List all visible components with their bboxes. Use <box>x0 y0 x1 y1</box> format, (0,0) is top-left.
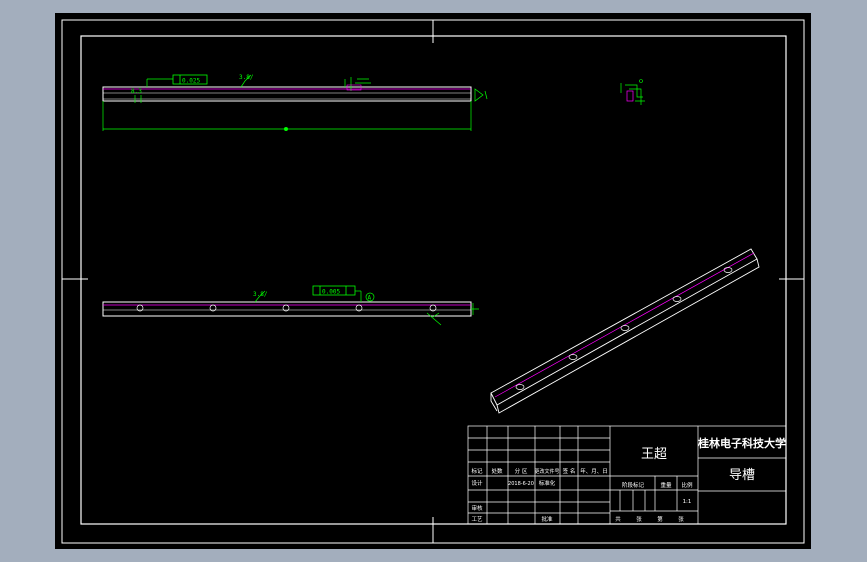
front-left-dim: 8.3 <box>131 88 142 95</box>
sheet-unit-label-2: 张 <box>678 515 684 523</box>
header-doc: 更改文件号 <box>534 468 559 475</box>
cad-viewport[interactable]: 0.025 3.8/ 8.3 0.005 <box>55 13 811 549</box>
cad-drawing: 0.025 3.8/ 8.3 0.005 <box>61 19 805 544</box>
scale-value: 1:1 <box>683 499 692 505</box>
bottom-roughness-label: 3.8/ <box>253 291 268 298</box>
row-design-date: 2018-6-20 <box>508 481 534 487</box>
sheet-total-label: 共 <box>615 515 621 523</box>
header-count: 处数 <box>491 467 503 475</box>
row-review-label: 审核 <box>471 504 483 512</box>
title-part-name: 导槽 <box>729 468 755 483</box>
header-date: 年、月、日 <box>580 467 608 475</box>
header-sign: 签 名 <box>563 467 576 475</box>
drawing-border <box>80 35 787 525</box>
header-zone: 分 区 <box>515 467 528 475</box>
bottom-view: 0.005 A 3.8/ <box>102 285 479 326</box>
row-approve-label: 批准 <box>541 515 553 523</box>
sheet-unit-label-1: 张 <box>636 515 642 523</box>
scale-label: 比例 <box>681 481 693 489</box>
title-block <box>467 425 787 525</box>
row-design-label: 设计 <box>471 479 483 487</box>
flatness-tolerance-frame <box>172 74 208 85</box>
weight-label: 重量 <box>660 481 672 489</box>
title-school: 桂林电子科技大学 <box>697 436 786 450</box>
row-process-label: 工艺 <box>471 516 483 523</box>
datum-label: A <box>368 295 372 302</box>
section-detail <box>620 79 645 105</box>
title-designer: 王超 <box>641 447 667 462</box>
stage-mark-label: 阶段标记 <box>622 481 645 489</box>
isometric-view <box>490 248 760 414</box>
front-view: 0.025 3.8/ 8.3 <box>102 74 488 131</box>
header-mark: 标记 <box>471 467 483 475</box>
front-roughness-label: 3.8/ <box>239 74 254 81</box>
position-tolerance-frame <box>312 285 356 296</box>
flatness-tolerance-value: 0.025 <box>182 78 200 85</box>
sheet-no-label: 第 <box>657 515 663 523</box>
row-design-std: 标准化 <box>539 479 556 487</box>
position-tolerance-value: 0.005 <box>322 289 340 296</box>
